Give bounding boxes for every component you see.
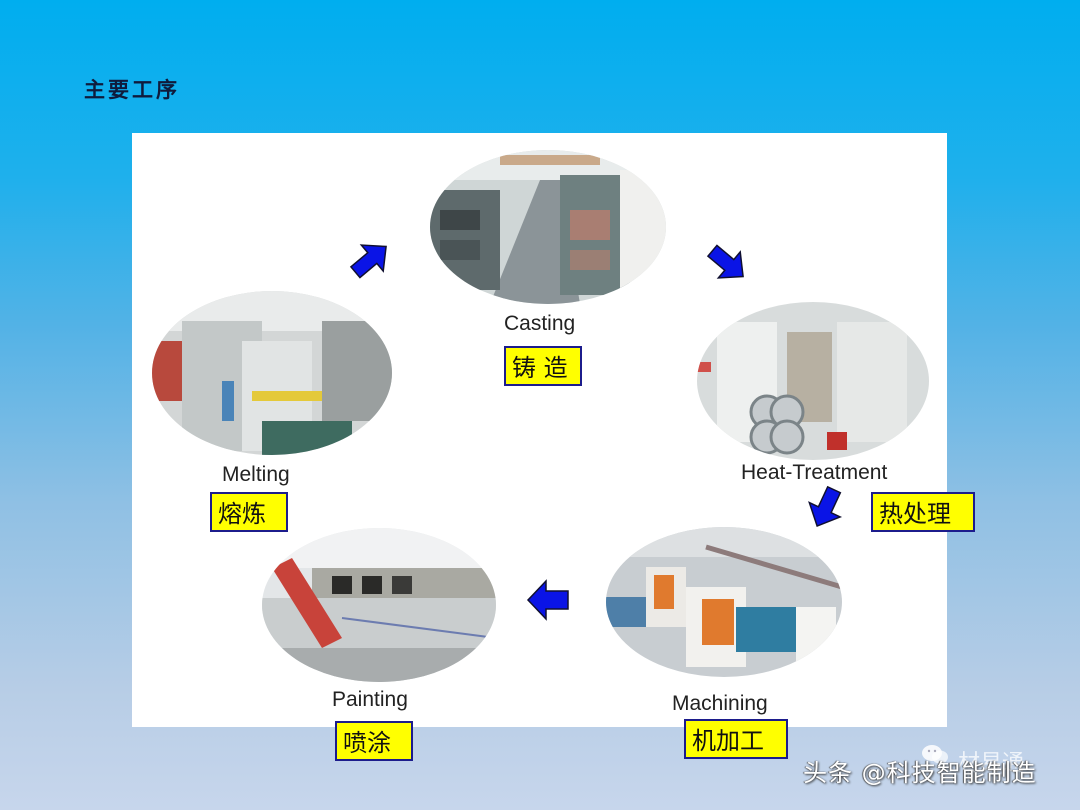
arrow-down-left-icon [803,484,849,530]
watermark-text: 头条 @科技智能制造 [803,759,1037,787]
painting-zh-label: 喷涂 [335,721,413,761]
heat-treatment-photo [697,302,929,460]
casting-photo [430,150,666,304]
melting-en-label: Melting [222,463,290,486]
arrow-up-right-icon [347,237,393,283]
machining-photo [606,527,842,677]
faint-watermark: 材易通 [958,751,1025,776]
painting-en-label: Painting [332,688,408,711]
heat-treatment-en-label: Heat-Treatment [741,461,888,484]
painting-photo [262,528,496,682]
melting-photo [152,291,392,455]
machining-zh-label: 机加工 [684,719,788,759]
casting-en-label: Casting [504,312,576,335]
slide-title: 主要工序 [84,77,180,102]
machining-en-label: Machining [672,692,768,715]
wechat-icon [920,742,950,766]
casting-zh-label: 铸 造 [504,346,582,386]
heat-treatment-zh-label: 热处理 [871,492,975,532]
arrow-down-right-icon [704,240,750,286]
melting-zh-label: 熔炼 [210,492,288,532]
arrow-left-icon [526,577,572,623]
